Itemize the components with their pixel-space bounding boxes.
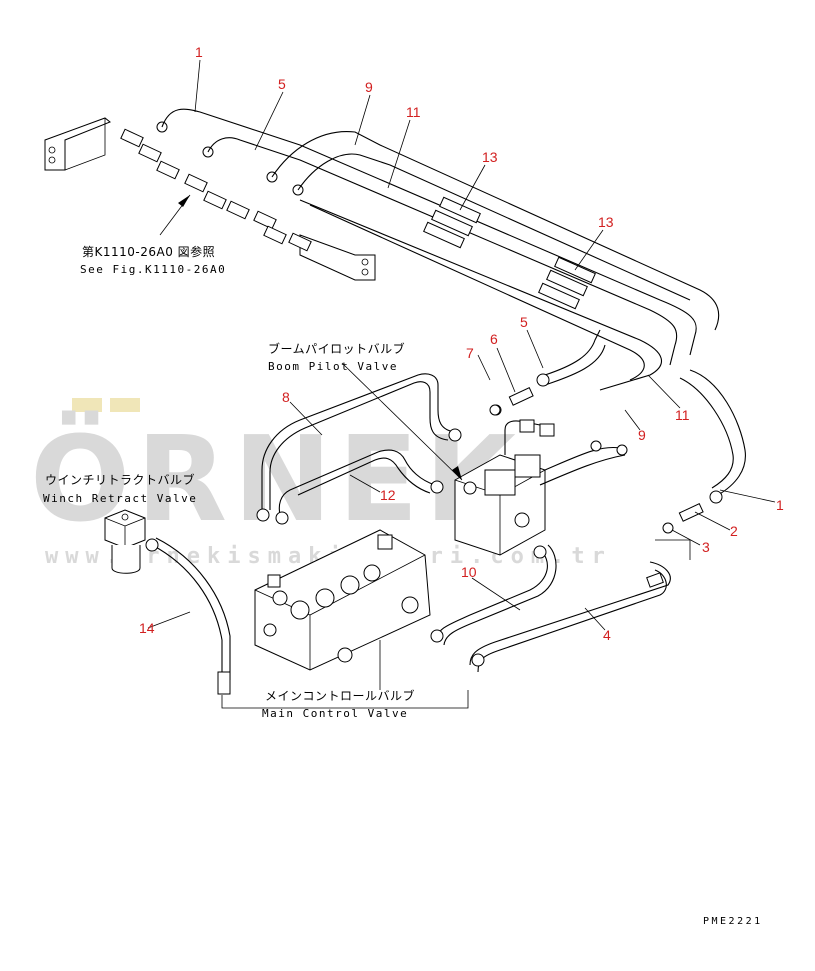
adapter-fittings xyxy=(120,121,312,252)
callout-5: 5 xyxy=(278,76,286,92)
ref-label-jp: 第K1110-26A0 図参照 xyxy=(82,244,215,259)
winch-retract-valve-label-en: Winch Retract Valve xyxy=(43,492,197,505)
boom-pilot-valve-label-en: Boom Pilot Valve xyxy=(268,360,398,373)
main-control-valve xyxy=(254,529,431,671)
callout-9: 9 xyxy=(638,427,646,443)
callout-9: 9 xyxy=(365,79,373,95)
callout-13: 13 xyxy=(482,149,498,165)
ref-label-en: See Fig.K1110-26A0 xyxy=(80,263,226,276)
callout-7: 7 xyxy=(466,345,474,361)
leader-lines xyxy=(147,59,776,709)
callout-2: 2 xyxy=(730,523,738,539)
callout-numbers: 1 5 9 11 13 13 7 6 5 8 11 9 12 1 2 3 10 … xyxy=(139,44,784,643)
winch-retract-valve-label-jp: ウインチリトラクトバルブ xyxy=(45,472,195,487)
hose-14 xyxy=(145,537,231,695)
left-bracket xyxy=(44,117,111,171)
drawing-code: PME2221 xyxy=(703,916,763,927)
callout-5: 5 xyxy=(520,314,528,330)
callout-14: 14 xyxy=(139,620,155,636)
right-bracket xyxy=(299,234,376,281)
pipe-10 xyxy=(430,544,557,646)
callout-12: 12 xyxy=(380,487,396,503)
boom-valve-inlet-fittings xyxy=(490,329,606,416)
callout-11: 11 xyxy=(406,104,421,120)
pipe-8 xyxy=(256,373,462,522)
callout-8: 8 xyxy=(282,389,290,405)
main-control-valve-label-en: Main Control Valve xyxy=(262,707,408,720)
right-pipe-run xyxy=(662,369,746,534)
callout-1: 1 xyxy=(195,44,203,60)
watermark-dot xyxy=(110,398,140,412)
watermark-dot xyxy=(72,398,102,412)
callout-13: 13 xyxy=(598,214,614,230)
callout-1: 1 xyxy=(776,497,784,513)
main-control-valve-label-jp: メインコントロールバルブ xyxy=(265,688,415,703)
callout-11: 11 xyxy=(675,407,690,423)
winch-retract-valve xyxy=(104,509,146,574)
text-labels: 第K1110-26A0 図参照 See Fig.K1110-26A0 ブームパイ… xyxy=(43,244,763,927)
pipe-bundle xyxy=(161,108,720,391)
callout-6: 6 xyxy=(490,331,498,347)
callout-10: 10 xyxy=(461,564,477,580)
callout-3: 3 xyxy=(702,539,710,555)
boom-pilot-valve xyxy=(454,404,628,556)
pipe-4 xyxy=(469,561,671,673)
boom-pilot-valve-label-jp: ブームパイロットバルブ xyxy=(268,341,405,356)
callout-4: 4 xyxy=(603,627,611,643)
pipe-12 xyxy=(275,449,444,525)
